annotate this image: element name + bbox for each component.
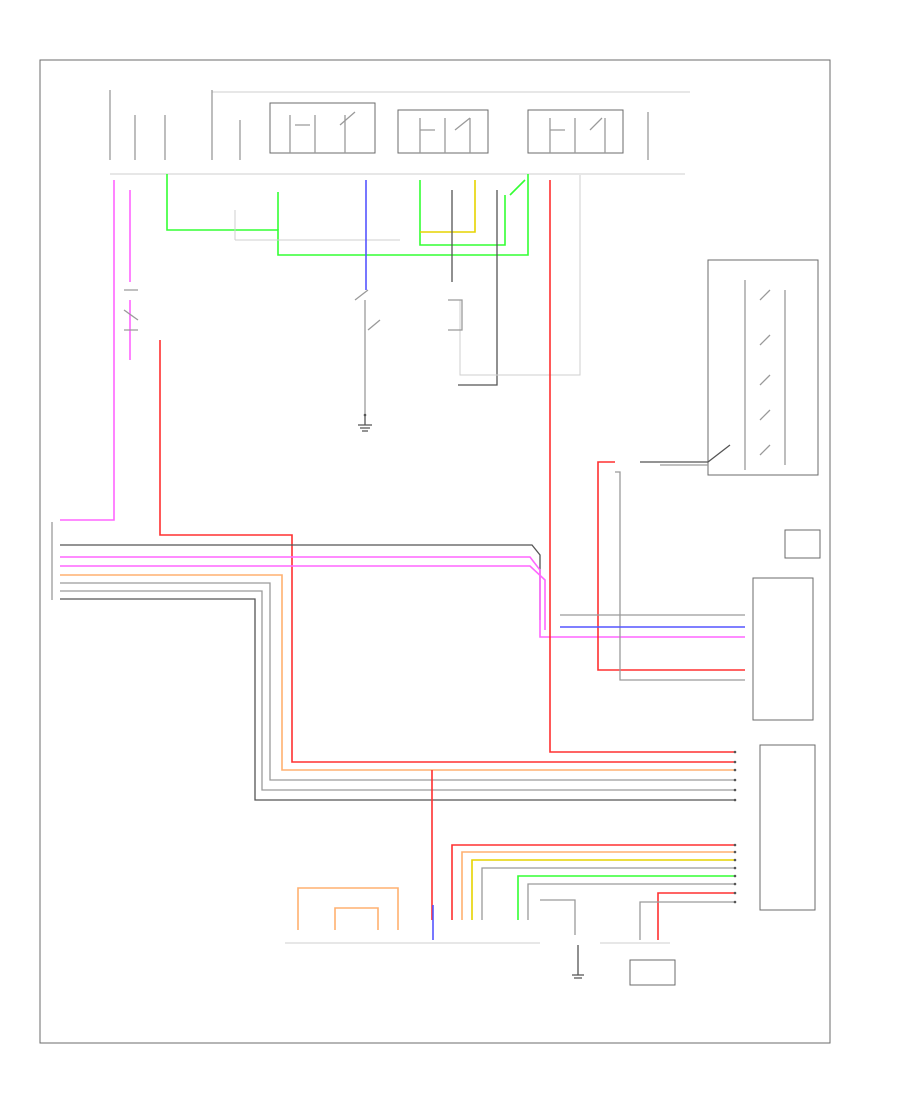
switch-panel: [707, 259, 819, 476]
center-switch: [354, 289, 463, 331]
control-module-lower: [759, 744, 816, 911]
red-wire-left: [159, 340, 735, 763]
ground-symbol: [358, 415, 372, 432]
relay-box-2: [397, 109, 489, 154]
bottom-connector-row: [285, 899, 670, 944]
relay-contacts: [289, 111, 606, 153]
switch-panel-contacts: [744, 280, 786, 470]
motor-symbol: [629, 959, 676, 986]
orange-loops: [297, 887, 399, 930]
bottom-harness: [431, 770, 735, 940]
diagram-border: [39, 59, 831, 1044]
left-harness: [60, 544, 745, 801]
gray-wires-top: [234, 175, 581, 415]
yellow-wire-top: [420, 180, 476, 233]
control-module-upper: [752, 577, 814, 721]
pink-wires-left: [60, 180, 131, 521]
relay-box-1: [269, 102, 376, 154]
green-wires: [166, 174, 529, 256]
ground-bottom: [572, 945, 584, 979]
connector-dots: [363, 413, 737, 904]
right-side-wires: [560, 444, 745, 681]
relay-small: [784, 529, 821, 559]
left-switch: [123, 289, 139, 331]
fuse-block: [109, 90, 649, 160]
red-wire-center: [549, 180, 735, 753]
